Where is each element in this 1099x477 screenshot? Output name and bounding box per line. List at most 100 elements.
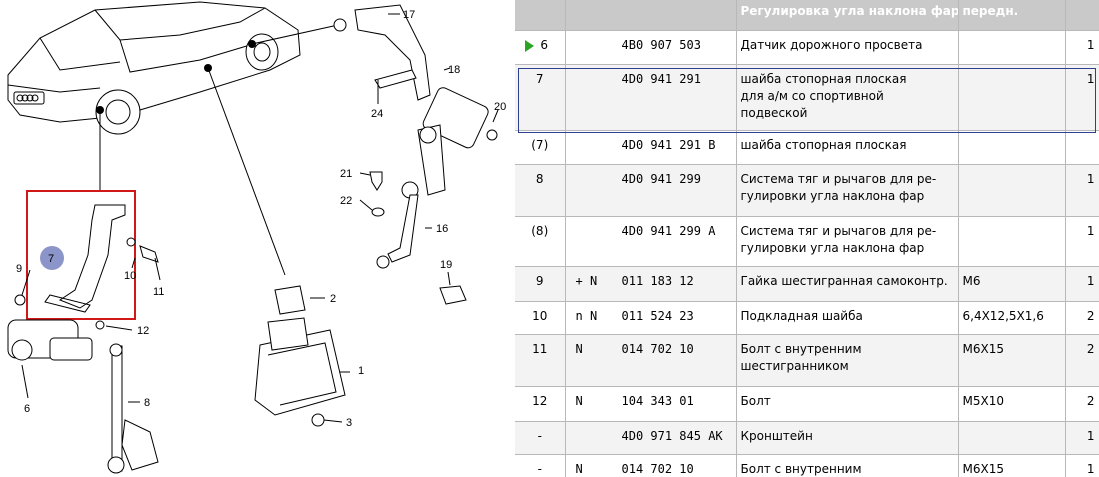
header-part-number (565, 0, 737, 31)
cell-position: - (515, 454, 566, 477)
callout-9[interactable]: 9 (16, 263, 22, 275)
cell-part-number: 4B0 907 503 (565, 30, 737, 65)
cell-quantity: 1 (1065, 64, 1099, 131)
cell-part-number: 4D0 971 845 AK (565, 421, 737, 455)
cell-quantity: 1 (1065, 421, 1099, 455)
callout-1[interactable]: 1 (358, 365, 364, 377)
part-number-text: 104 343 01 (621, 394, 694, 408)
callout-16[interactable]: 16 (436, 223, 448, 235)
part-number-text: 4D0 941 299 A (621, 224, 716, 238)
cell-quantity: 2 (1065, 386, 1099, 422)
callout-3[interactable]: 3 (346, 417, 352, 429)
position-text: 11 (532, 342, 548, 356)
cell-quantity: 1 (1065, 164, 1099, 217)
cell-description: Система тяг и рычагов для ре- гулировки … (736, 216, 959, 267)
table-row[interactable]: 6 4B0 907 503 Датчик дорожного просвета 1 (515, 30, 1099, 65)
cell-specification: M5X10 (958, 386, 1066, 422)
cell-quantity: 1 (1065, 266, 1099, 302)
part-mark: + N (575, 274, 598, 288)
cell-position: 9 (515, 266, 566, 302)
callout-22[interactable]: 22 (340, 195, 352, 207)
position-text: 6 (540, 38, 549, 52)
table-row[interactable]: 8 4D0 941 299 Система тяг и рычагов для ре… (515, 164, 1099, 217)
table-row[interactable]: 11 N 014 702 10 Болт с внутренним шестигран… (515, 334, 1099, 387)
table-header-row: Регулировка угла наклона фар передн. (515, 0, 1099, 31)
cell-position: 11 (515, 334, 566, 387)
cell-quantity: 1 (1065, 216, 1099, 267)
cell-description: Система тяг и рычагов для ре- гулировки … (736, 164, 959, 217)
part-number-text: 4D0 941 291 (621, 72, 701, 86)
part-number-text: 011 524 23 (621, 309, 694, 323)
callout-12[interactable]: 12 (137, 325, 149, 337)
cell-description: Болт с внутренним шестигранником (736, 334, 959, 387)
cell-specification (958, 421, 1066, 455)
cell-description: Болт (736, 386, 959, 422)
parts-list-panel: Регулировка угла наклона фар передн. 6 4B… (515, 0, 1099, 477)
position-text: - (537, 429, 542, 443)
cell-part-number: 4D0 941 299 (565, 164, 737, 217)
cell-description: шайба стопорная плоская (736, 130, 959, 165)
position-text: 8 (535, 172, 544, 186)
callout-8[interactable]: 8 (144, 397, 150, 409)
cell-quantity (1065, 130, 1099, 165)
callout-20[interactable]: 20 (494, 101, 506, 113)
cell-quantity: 2 (1065, 301, 1099, 335)
callout-7-marker[interactable] (40, 246, 64, 270)
cell-position: 8 (515, 164, 566, 217)
position-text: - (537, 462, 542, 476)
position-text: (7) (531, 138, 549, 152)
callout-24[interactable]: 24 (371, 108, 383, 120)
part-number-text: 014 702 10 (621, 462, 694, 476)
cell-description: Кронштейн (736, 421, 959, 455)
cell-description: Болт с внутренним (736, 454, 959, 477)
callout-10[interactable]: 10 (124, 270, 136, 282)
cell-quantity: 1 (1065, 454, 1099, 477)
cell-description: шайба стопорная плоская для а/м со спорт… (736, 64, 959, 131)
part-mark: N (575, 342, 583, 356)
cell-specification: M6X15 (958, 334, 1066, 387)
cell-position: (7) (515, 130, 566, 165)
selected-group-frame (26, 190, 136, 320)
part-mark: n N (575, 309, 598, 323)
callout-11[interactable]: 11 (153, 286, 164, 298)
cell-description: Гайка шестигранная самоконтр. (736, 266, 959, 302)
rear-sensor-assembly (333, 4, 498, 305)
cell-specification (958, 64, 1066, 131)
callout-21[interactable]: 21 (340, 168, 352, 180)
part-number-text: 4B0 907 503 (621, 38, 701, 52)
cell-quantity: 1 (1065, 30, 1099, 65)
cell-specification (958, 130, 1066, 165)
part-number-text: 4D0 941 299 (621, 172, 701, 186)
callout-6[interactable]: 6 (24, 403, 30, 415)
cell-position: 10 (515, 301, 566, 335)
cell-specification (958, 216, 1066, 267)
callout-19[interactable]: 19 (440, 259, 452, 271)
callout-17[interactable]: 17 (403, 9, 415, 21)
cell-description: Датчик дорожного просвета (736, 30, 959, 65)
callout-18[interactable]: 18 (448, 64, 460, 76)
cell-specification (958, 164, 1066, 217)
part-number-text: 014 702 10 (621, 342, 694, 356)
current-item-arrow-icon (525, 39, 535, 52)
position-text: 10 (532, 309, 548, 323)
position-text: 9 (535, 274, 544, 288)
callout-7[interactable]: 7 (48, 253, 54, 265)
cell-specification: M6 (958, 266, 1066, 302)
header-description: Регулировка угла наклона фар (736, 0, 959, 31)
car-drawing (7, 1, 339, 276)
header-quantity (1065, 0, 1099, 31)
callout-2[interactable]: 2 (330, 293, 336, 305)
cell-description: Подкладная шайба (736, 301, 959, 335)
